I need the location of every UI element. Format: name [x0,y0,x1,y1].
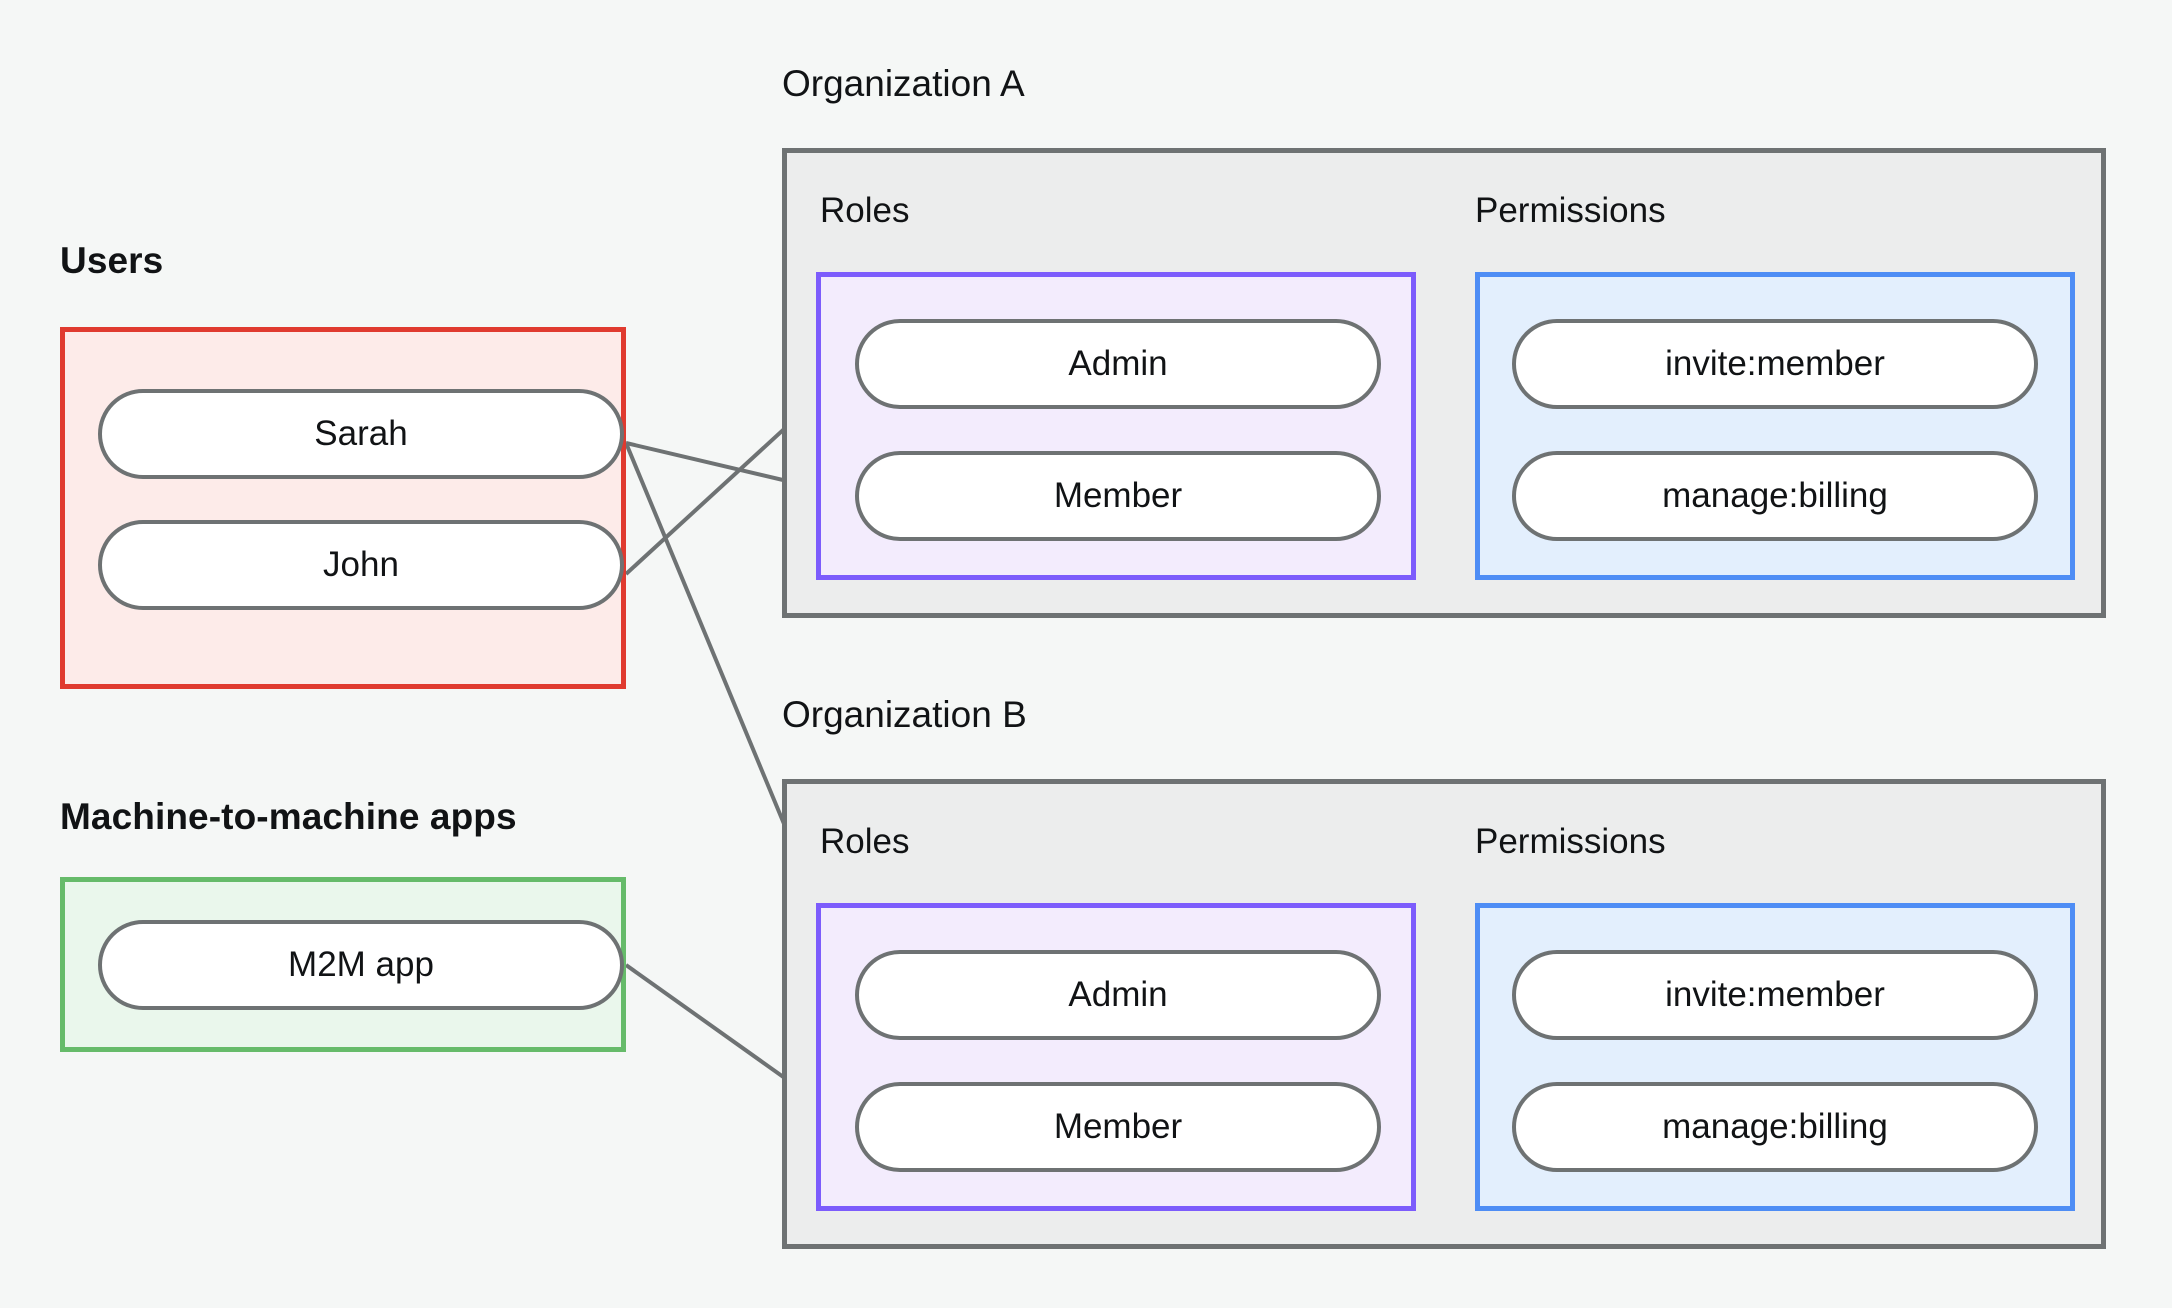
node-sarah[interactable]: Sarah [98,389,624,479]
node-org-a-role-admin[interactable]: Admin [855,319,1381,409]
organization-b-label: Organization B [782,694,1027,735]
node-org-a-role-member[interactable]: Member [855,451,1381,541]
node-org-b-role-member[interactable]: Member [855,1082,1381,1172]
node-org-b-role-admin[interactable]: Admin [855,950,1381,1040]
organization-a-label: Organization A [782,63,1025,104]
m2m-group-label: Machine-to-machine apps [60,796,517,837]
organization-a-permissions-label: Permissions [1475,191,1666,230]
users-group-label: Users [60,240,164,281]
organization-a-roles-label: Roles [820,191,910,230]
node-org-b-permission-invite-member[interactable]: invite:member [1512,950,2038,1040]
node-john[interactable]: John [98,520,624,610]
node-org-a-permission-manage-billing[interactable]: manage:billing [1512,451,2038,541]
node-org-a-permission-invite-member[interactable]: invite:member [1512,319,2038,409]
node-org-b-permission-manage-billing[interactable]: manage:billing [1512,1082,2038,1172]
node-m2m-app[interactable]: M2M app [98,920,624,1010]
organization-b-permissions-label: Permissions [1475,822,1666,861]
organization-b-roles-label: Roles [820,822,910,861]
users-group-box [60,327,626,689]
